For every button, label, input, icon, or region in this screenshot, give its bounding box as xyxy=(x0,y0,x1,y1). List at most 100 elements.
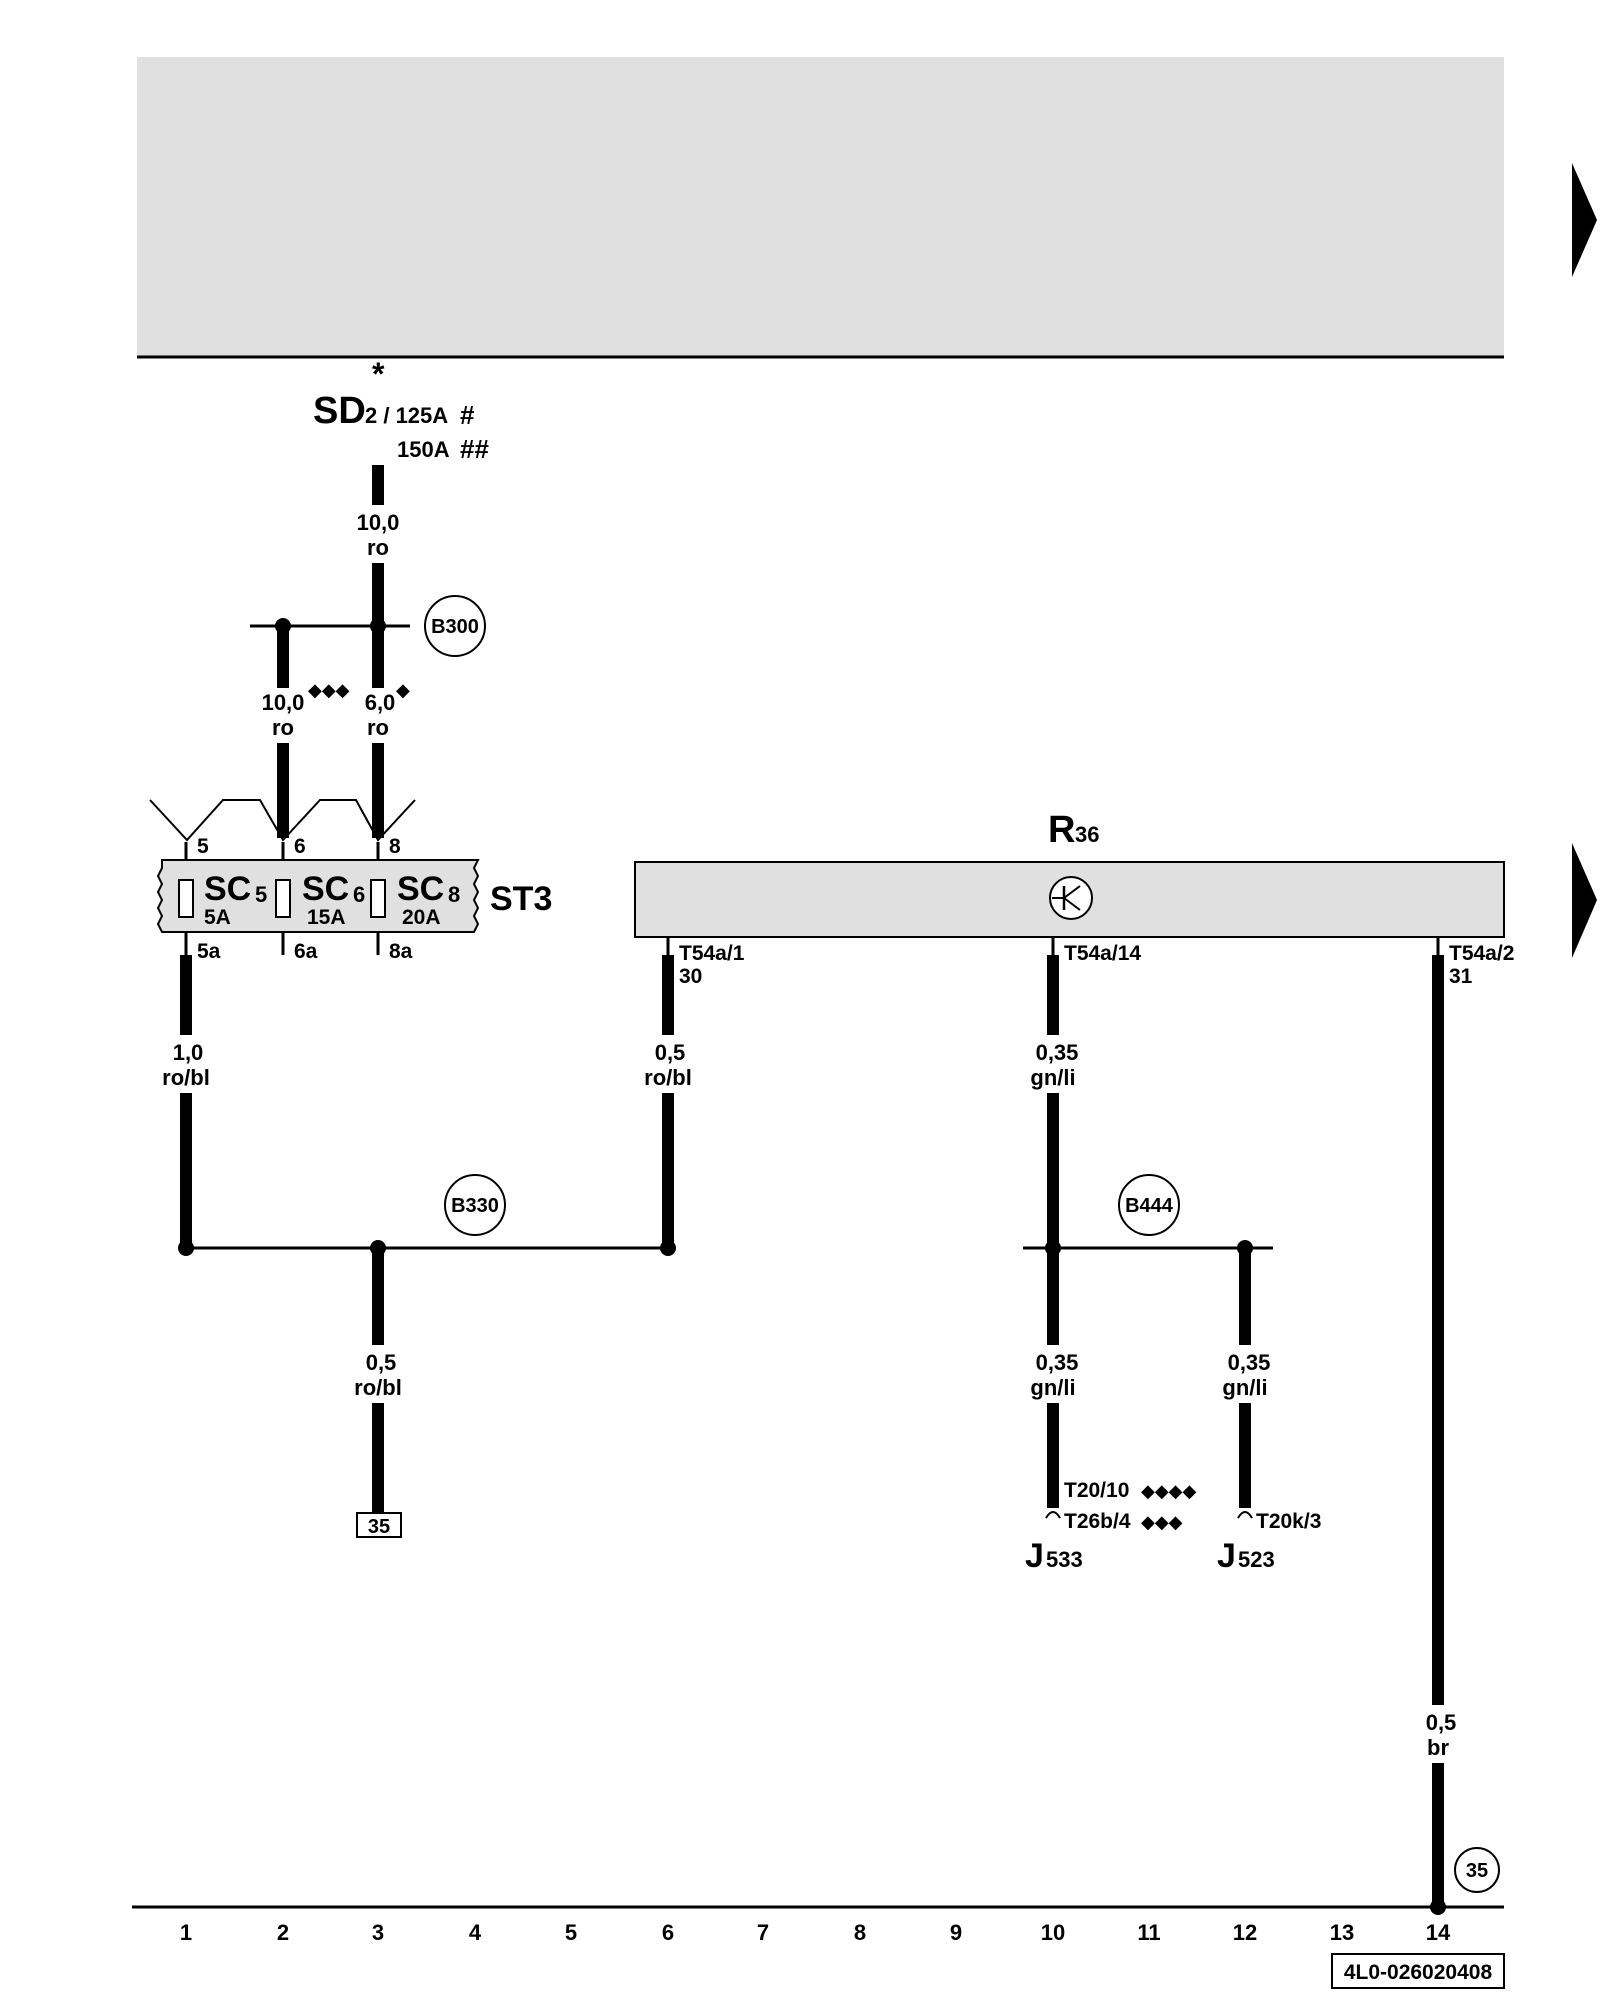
column-number: 6 xyxy=(662,1920,674,1945)
connector-b444-circle xyxy=(1118,1174,1180,1236)
column-number: 9 xyxy=(950,1920,962,1945)
r36-pin1-term: 30 xyxy=(679,965,702,988)
fuse-sc8-pin-in: 8 xyxy=(389,835,401,858)
fuse-sc6-rating: 15A xyxy=(307,906,346,929)
wire-r36-pin1-size: 0,5 xyxy=(655,1040,686,1065)
wire-sc5-out-color: ro/bl xyxy=(162,1065,210,1090)
j533-pin-terminal xyxy=(1045,1511,1061,1519)
antenna-amplifier-icon xyxy=(1049,876,1093,920)
connector-b300-label: B300 xyxy=(431,616,479,638)
column-number: 8 xyxy=(854,1920,866,1945)
column-number: 7 xyxy=(757,1920,769,1945)
supply-name: SD xyxy=(313,390,366,432)
column-number: 12 xyxy=(1233,1920,1257,1945)
doc-code: 4L0-026020408 xyxy=(1344,1961,1493,1984)
ground-ref-label[interactable]: 35 xyxy=(1466,1860,1488,1882)
fuse-sc6-num: 6 xyxy=(353,882,365,907)
doc-code-box xyxy=(1331,1953,1505,1989)
wire-feed-sc8-marks: ◆ xyxy=(396,680,410,700)
j533-pin-a-marks: ◆◆◆◆ xyxy=(1141,1481,1197,1501)
fuse-sc6-symbol xyxy=(275,879,291,918)
fuse-sc5-num: 5 xyxy=(255,882,267,907)
fuse-sc5-pin-out: 5a xyxy=(197,940,221,963)
next-page-arrow-top[interactable] xyxy=(1572,163,1597,277)
fuse-block-st3 xyxy=(156,859,480,933)
j523-letter: J xyxy=(1217,1537,1236,1575)
wire-j523-in-color: gn/li xyxy=(1222,1375,1267,1400)
ref-35-label[interactable]: 35 xyxy=(368,1516,390,1538)
column-number: 11 xyxy=(1137,1920,1160,1945)
connector-b300-circle xyxy=(424,595,486,657)
r36-pin1-name: T54a/1 xyxy=(679,942,745,965)
fuse-sc8-num: 8 xyxy=(448,882,460,907)
antenna-amplifier-icon-leg2 xyxy=(1063,897,1081,911)
j533-letter: J xyxy=(1025,1537,1044,1575)
wire-feed-sc6-marks: ◆◆◆ xyxy=(308,680,350,700)
connector-b444-label: B444 xyxy=(1125,1195,1174,1217)
next-page-arrow-middle[interactable] xyxy=(1572,843,1597,958)
wire-r36-pin2-size: 0,5 xyxy=(1426,1710,1457,1735)
fuse-sc8-rating: 20A xyxy=(402,906,441,929)
connector-b330-circle xyxy=(444,1174,506,1236)
wire-sc5-out-size: 1,0 xyxy=(173,1040,204,1065)
supply-hash2: ## xyxy=(460,434,489,464)
wire-feed-sc8-size: 6,0 xyxy=(365,690,396,715)
fuse-block-name: ST3 xyxy=(490,880,552,918)
r36-pin14-name: T54a/14 xyxy=(1064,942,1141,965)
supply-index: 2 / 125A xyxy=(365,403,448,428)
connector-b330-label: B330 xyxy=(451,1195,499,1217)
supply-star: * xyxy=(372,356,385,392)
j523-pin: T20k/3 xyxy=(1256,1510,1321,1533)
supply-hash1: # xyxy=(460,400,475,430)
node-b330-right xyxy=(660,1240,676,1256)
column-number: 3 xyxy=(372,1920,384,1945)
r36-pin2-name: T54a/2 xyxy=(1449,942,1514,965)
fuse-sc6-pin-out: 6a xyxy=(294,940,318,963)
column-number: 10 xyxy=(1041,1920,1065,1945)
component-r36-num: 36 xyxy=(1075,822,1099,847)
j523-pin-terminal xyxy=(1237,1511,1253,1519)
antenna-amplifier-icon-leg1 xyxy=(1063,885,1081,899)
j533-num: 533 xyxy=(1046,1547,1083,1572)
fuse-busbar xyxy=(149,799,416,842)
fuse-sc5-rating: 5A xyxy=(204,906,231,929)
wire-r36-pin14-color: gn/li xyxy=(1030,1065,1075,1090)
wire-supply-size: 10,0 xyxy=(357,510,400,535)
fuse-sc8-pin-out: 8a xyxy=(389,940,413,963)
fuse-sc8-code: SC xyxy=(397,870,444,908)
fuse-sc5-pin-in: 5 xyxy=(197,835,209,858)
column-number: 1 xyxy=(180,1920,192,1945)
fuse-sc6-code: SC xyxy=(302,870,349,908)
wire-r36-pin14-size: 0,35 xyxy=(1036,1040,1079,1065)
fuse-sc8-symbol xyxy=(370,879,386,918)
component-r36-letter: R xyxy=(1048,809,1075,851)
j533-pin-a: T20/10 xyxy=(1064,1479,1129,1502)
wire-supply-color: ro xyxy=(367,535,389,560)
ref-35-box[interactable] xyxy=(356,1512,402,1538)
column-number: 13 xyxy=(1330,1920,1354,1945)
wire-feed-sc6-color: ro xyxy=(272,715,294,740)
ground-ref-circle[interactable] xyxy=(1454,1847,1500,1893)
column-number: 4 xyxy=(469,1920,482,1945)
fuse-sc5-code: SC xyxy=(204,870,251,908)
j533-pin-b-marks: ◆◆◆ xyxy=(1141,1512,1183,1532)
r36-pin2-term: 31 xyxy=(1449,965,1473,988)
column-number: 2 xyxy=(277,1920,289,1945)
wire-feed-sc8-color: ro xyxy=(367,715,389,740)
column-number: 14 xyxy=(1426,1920,1451,1945)
wire-j533-in-size: 0,35 xyxy=(1036,1350,1079,1375)
supply-alt-rating: 150A xyxy=(397,437,450,462)
wire-b330-down-color: ro/bl xyxy=(354,1375,402,1400)
wire-feed-sc6-size: 10,0 xyxy=(262,690,305,715)
column-number: 5 xyxy=(565,1920,577,1945)
j523-num: 523 xyxy=(1238,1547,1275,1572)
wire-r36-pin2-color: br xyxy=(1427,1735,1449,1760)
fuse-sc6-pin-in: 6 xyxy=(294,835,306,858)
wire-j533-in-color: gn/li xyxy=(1030,1375,1075,1400)
j533-pin-b: T26b/4 xyxy=(1064,1510,1131,1533)
wire-r36-pin1-color: ro/bl xyxy=(644,1065,692,1090)
wire-j523-in-size: 0,35 xyxy=(1228,1350,1271,1375)
wire-b330-down-size: 0,5 xyxy=(366,1350,397,1375)
header-shaded-area xyxy=(137,57,1504,357)
